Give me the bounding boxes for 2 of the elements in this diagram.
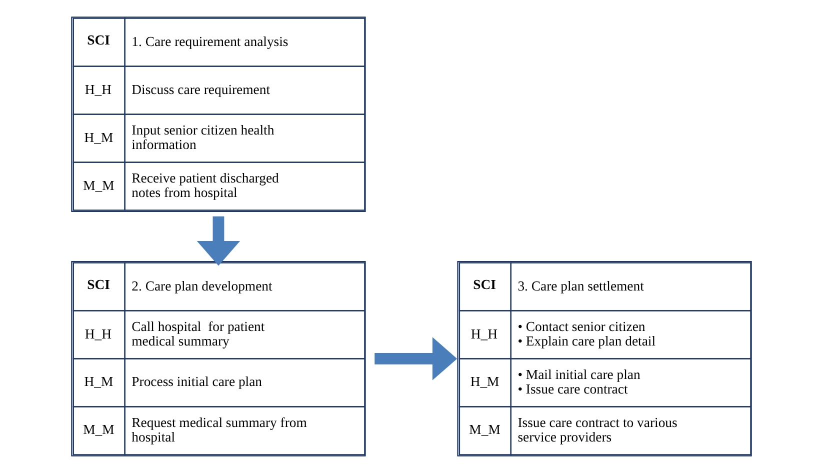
arrow xyxy=(374,337,457,380)
arrow xyxy=(196,216,240,266)
